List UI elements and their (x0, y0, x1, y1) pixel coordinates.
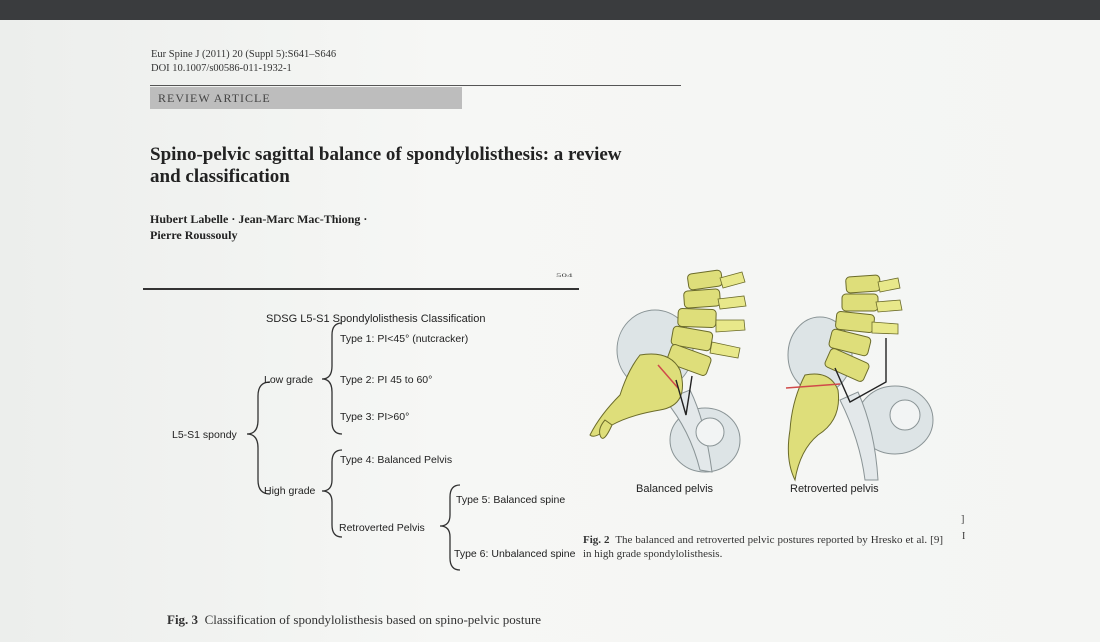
authors-line-2: Pierre Roussouly (150, 228, 238, 242)
balanced-pelvis-figure (589, 269, 747, 473)
page-number-fragment: 504 (556, 273, 573, 279)
node-low-grade: Low grade (264, 374, 314, 386)
section-divider (143, 288, 579, 290)
fig3-label: Fig. 3 (167, 612, 199, 627)
article-title: Spino-pelvic sagittal balance of spondyl… (150, 144, 710, 188)
fig3-caption-text: Classification of spondylolisthesis base… (204, 612, 542, 627)
node-root: L5-S1 spondy (172, 429, 237, 441)
section-banner: REVIEW ARTICLE (150, 87, 462, 109)
low-grade-brace (321, 322, 343, 435)
title-line-1: Spino-pelvic sagittal balance of spondyl… (150, 144, 622, 165)
window-top-bar (0, 0, 1100, 22)
side-mark-1: ] (961, 514, 965, 525)
high-grade-brace (321, 449, 343, 538)
retroverted-pelvis-figure (785, 274, 934, 482)
title-line-2: and classification (150, 166, 290, 187)
node-high-grade: High grade (264, 485, 316, 497)
root-brace (246, 381, 271, 495)
journal-citation: Eur Spine J (2011) 20 (Suppl 5):S641–S64… (151, 48, 336, 76)
node-retroverted-pelvis: Retroverted Pelvis (339, 522, 425, 534)
header-rule (150, 85, 681, 86)
fig2-illustrations (589, 269, 934, 482)
classification-title: SDSG L5-S1 Spondylolisthesis Classificat… (266, 313, 486, 325)
node-type-5: Type 5: Balanced spine (456, 494, 566, 506)
article-authors: Hubert Labelle · Jean-Marc Mac-Thiong · … (150, 211, 367, 243)
projected-slide: Eur Spine J (2011) 20 (Suppl 5):S641–S64… (0, 20, 1100, 642)
node-type-6: Type 6: Unbalanced spine (454, 548, 576, 560)
side-mark-2: I (962, 531, 966, 542)
node-type-3: Type 3: PI>60° (340, 411, 410, 423)
fig2-caption: Fig. 2 The balanced and retroverted pelv… (583, 533, 943, 561)
node-type-1: Type 1: PI<45° (nutcracker) (340, 333, 469, 345)
doi-line: DOI 10.1007/s00586-011-1932-1 (151, 63, 292, 74)
fig2-caption-text: The balanced and retroverted pelvic post… (583, 534, 943, 560)
node-type-4: Type 4: Balanced Pelvis (340, 454, 453, 466)
fig2-label: Fig. 2 (583, 534, 610, 546)
journal-line: Eur Spine J (2011) 20 (Suppl 5):S641–S64… (151, 49, 337, 60)
classification-braces (246, 322, 461, 571)
authors-line-1: Hubert Labelle · Jean-Marc Mac-Thiong · (150, 212, 368, 226)
fig3-caption: Fig. 3 Classification of spondylolisthes… (167, 611, 597, 629)
retroverted-brace (439, 484, 461, 571)
balanced-pelvis-label: Balanced pelvis (636, 483, 714, 495)
retroverted-pelvis-label: Retroverted pelvis (790, 483, 879, 495)
node-type-2: Type 2: PI 45 to 60° (340, 374, 433, 386)
